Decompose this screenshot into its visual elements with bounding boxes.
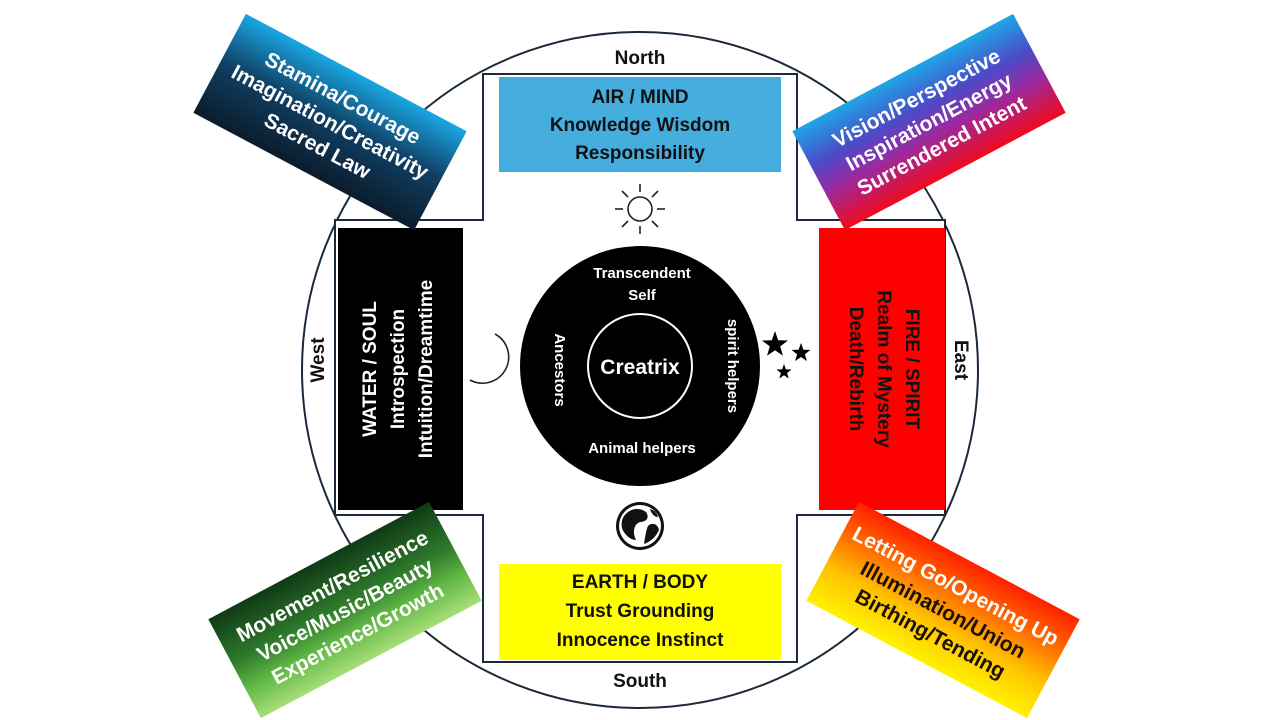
north-box-line-1: AIR / MIND	[591, 87, 688, 108]
globe-icon	[616, 502, 664, 550]
north-box-line-2: Knowledge Wisdom	[550, 115, 730, 136]
east-element-box	[819, 228, 945, 510]
west-box-line-2: Introspection	[388, 309, 409, 429]
south-box-line-1: EARTH / BODY	[572, 572, 709, 593]
center-top-line-2: Self	[628, 287, 657, 304]
west-box-line-1: WATER / SOUL	[360, 301, 381, 437]
east-box-line-2: Realm of Mystery	[873, 290, 894, 448]
sun-icon	[615, 184, 665, 234]
center-inner-ring	[587, 313, 693, 419]
east-label: East	[950, 340, 971, 381]
west-element-box	[338, 228, 463, 510]
north-element-box	[499, 77, 781, 172]
center-left-label: Ancestors	[551, 333, 568, 406]
stars-icon	[762, 331, 811, 379]
west-label: West	[308, 337, 329, 383]
north-box-line-3: Responsibility	[575, 143, 705, 164]
south-box-line-3: Innocence Instinct	[557, 630, 724, 651]
center-top-line-1: Transcendent	[593, 265, 691, 282]
center-right-label: spirit helpers	[724, 319, 741, 413]
crescent-moon-icon	[469, 333, 510, 384]
east-box-line-3: Death/Rebirth	[845, 307, 866, 432]
west-box-line-3: Intuition/Dreamtime	[416, 280, 437, 458]
south-label: South	[613, 671, 667, 692]
center-bottom-label: Animal helpers	[588, 440, 696, 457]
center-disc	[520, 246, 760, 486]
south-box-line-2: Trust Grounding	[566, 601, 715, 622]
east-box-line-1: FIRE / SPIRIT	[901, 309, 922, 430]
south-element-box	[499, 564, 781, 660]
north-label: North	[615, 48, 666, 69]
center-title: Creatrix	[600, 356, 680, 379]
